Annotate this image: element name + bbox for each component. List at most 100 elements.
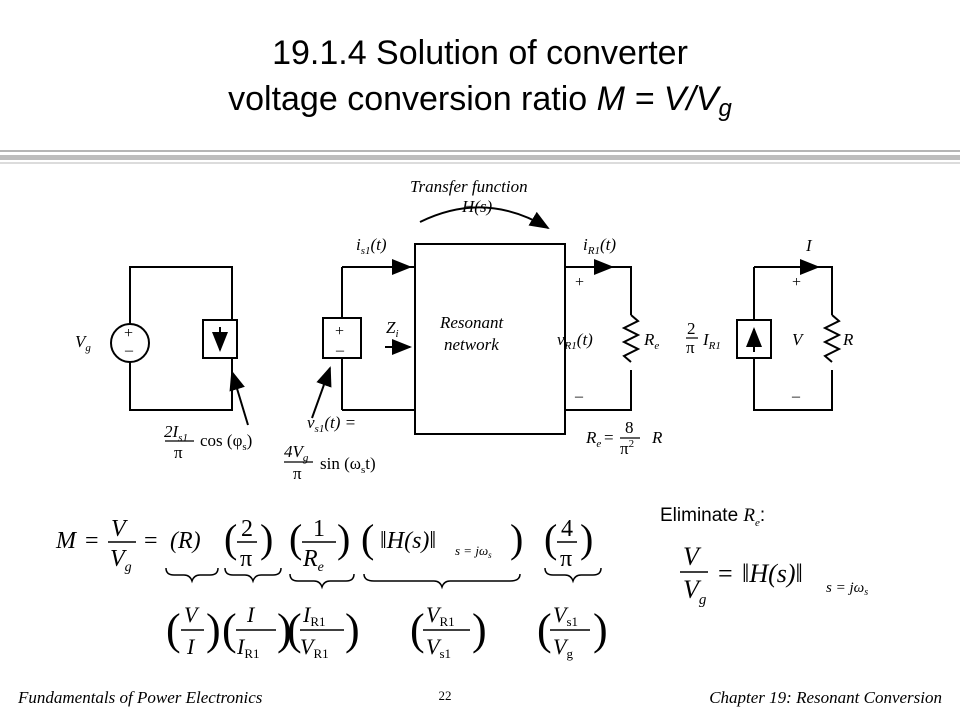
page-number: 22: [438, 688, 452, 703]
svg-text:(: (: [166, 605, 181, 654]
eq-two: 2: [241, 516, 253, 542]
eq-h-sub: s = jωs: [455, 543, 492, 560]
ratio-3-den: VR1: [300, 634, 329, 661]
title-line-1: 19.1.4 Solution of converter: [272, 34, 688, 72]
transfer-arc: [419, 206, 550, 230]
sin-expr: sin (ωst): [320, 454, 376, 476]
dc-circuit-wire: [753, 266, 833, 411]
re-eq-num: 8: [625, 418, 634, 437]
ratio-1-den: I: [186, 634, 196, 659]
eq-one-over-re-close: ): [337, 516, 350, 561]
eliminate-equation: V Vg = ‖H(s)‖ s = jωs: [680, 542, 868, 608]
brace-5: [544, 567, 602, 584]
title-rule-line-1: [0, 150, 960, 152]
ratio-5: ( Vs1 Vg ): [537, 602, 608, 661]
ratio-2: ( I IR1 ): [222, 602, 292, 661]
eq-four: 4: [561, 516, 573, 542]
eq-sign-1: =: [85, 528, 99, 554]
brace-1: [165, 567, 219, 584]
sin-num: 4Vg: [284, 442, 309, 464]
vg-plus: +: [124, 325, 133, 342]
elim-v: V: [683, 542, 702, 571]
eq-vg: Vg: [110, 546, 132, 575]
ratio-1-num: V: [184, 602, 200, 627]
underbraces: [165, 567, 602, 590]
svg-text:(: (: [222, 605, 237, 654]
eq-four-open: (: [544, 516, 557, 561]
eq-two-over-pi-close: ): [260, 516, 273, 561]
eliminate-label: Eliminate Re:: [660, 505, 765, 529]
brace-2: [224, 567, 282, 584]
title-rule: [0, 150, 960, 164]
resonant-label-1: Resonant: [439, 313, 505, 332]
svg-text:(: (: [537, 605, 552, 654]
title-line-2-math: M = V/V: [596, 80, 719, 118]
ratio-4-num: VR1: [426, 602, 455, 629]
eq-sign-2: =: [144, 528, 158, 554]
re-eq-sign: =: [604, 428, 614, 447]
elim-eq: =: [718, 559, 733, 588]
ratio-2-num: I: [246, 602, 256, 627]
vs1-label: vs1(t) =: [307, 413, 356, 435]
re-eq-den: π2: [620, 438, 634, 458]
svg-text:): ): [345, 605, 360, 654]
eq-re: Re: [302, 546, 324, 575]
dc-r-label: R: [842, 330, 854, 349]
zi-label: Zi: [386, 318, 399, 340]
ir1-label: iR1(t): [583, 235, 616, 257]
title-line-2-prefix: voltage conversion ratio: [228, 80, 597, 118]
eq-h: ‖H(s)‖: [380, 528, 436, 554]
title-line-2-sub: g: [718, 95, 732, 122]
ratio-5-den: Vg: [553, 634, 573, 661]
brace-4: [363, 573, 521, 590]
svg-text:): ): [593, 605, 608, 654]
dc-ir1-label: IR1: [702, 330, 721, 352]
vs-plus: +: [335, 323, 344, 340]
vg-label: Vg: [75, 332, 91, 354]
eq-r: (R): [170, 528, 201, 554]
eq-v: V: [111, 516, 128, 542]
vs-minus: –: [335, 342, 345, 359]
ratio-3: ( IR1 VR1 ): [287, 602, 360, 661]
svg-text:(: (: [410, 605, 425, 654]
eq-one-over-re-open: (: [289, 516, 302, 561]
resonant-label-2: network: [444, 335, 499, 354]
ratio-2-den: IR1: [236, 634, 260, 661]
dc-i-label: I: [805, 236, 813, 255]
re-resistor: [621, 314, 641, 363]
r-resistor: [822, 314, 842, 363]
ratio-4-den: Vs1: [426, 634, 451, 661]
eq-one: 1: [313, 516, 325, 542]
ratio-3-num: IR1: [302, 602, 326, 629]
ratio-4: ( VR1 Vs1 ): [410, 602, 487, 661]
svg-text:): ): [277, 605, 292, 654]
svg-text:(: (: [287, 605, 302, 654]
footer-left: Fundamentals of Power Electronics: [18, 688, 263, 707]
title-rule-line-2: [0, 155, 960, 160]
eq-four-close: ): [580, 516, 593, 561]
ratio-5-num: Vs1: [553, 602, 578, 629]
title-line-2: voltage conversion ratio M = V/Vg: [0, 76, 960, 132]
svg-text:): ): [206, 605, 221, 654]
dc-pi: π: [686, 338, 695, 357]
eq-four-pi: π: [560, 546, 572, 572]
re-eq-r: R: [651, 428, 663, 447]
is1-label: is1(t): [356, 235, 387, 257]
eliminate-var: Re: [743, 505, 760, 529]
cos-expr: cos (φs): [200, 431, 252, 453]
ratio-row: ( V I ) ( I IR1 ) ( IR1 VR1 ) ( VR1 Vs1 …: [166, 602, 608, 661]
vg-source-symbol: [110, 323, 150, 363]
current-den: π: [174, 443, 183, 462]
eq-two-over-pi-open: (: [224, 516, 237, 561]
eq-m: M: [55, 528, 78, 554]
vr1-minus: –: [574, 388, 584, 405]
svg-text:): ): [472, 605, 487, 654]
vr1-plus: +: [575, 274, 584, 291]
elim-vg: Vg: [683, 575, 707, 608]
pointer-arrow-1: [229, 370, 249, 426]
elim-h: ‖H(s)‖: [742, 559, 803, 588]
voltage-source-symbol: [322, 317, 362, 359]
footer-right: Chapter 19: Resonant Conversion: [709, 688, 942, 707]
title-rule-line-3: [0, 162, 960, 164]
converter-diagram: Transfer function H(s) Vg is1(t) iR1(t) …: [55, 177, 868, 661]
